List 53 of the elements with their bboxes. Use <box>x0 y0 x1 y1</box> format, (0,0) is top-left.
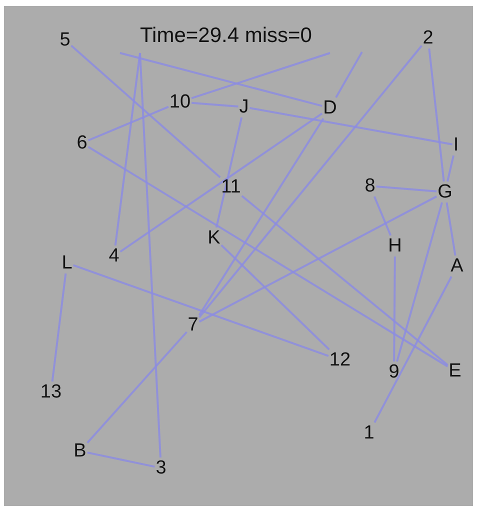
node-label: B <box>72 440 88 462</box>
connector-line <box>139 52 162 458</box>
connector-line <box>198 118 324 316</box>
node-label: D <box>322 98 338 118</box>
node-label: I <box>452 134 460 156</box>
connector-line <box>198 196 438 323</box>
node-label: H <box>387 236 403 256</box>
node-label: 2 <box>422 28 434 48</box>
connector-line <box>250 107 453 146</box>
connector-line <box>192 102 238 108</box>
node-label: L <box>60 252 74 274</box>
node-label: 4 <box>108 246 120 266</box>
title: Time=29.4 miss=0 <box>140 24 312 48</box>
node-label: 5 <box>58 30 72 50</box>
connector-line <box>86 331 188 444</box>
connector-line <box>215 117 243 228</box>
connector-line <box>51 273 67 382</box>
node-label: 11 <box>220 176 242 198</box>
connector-line <box>72 264 329 357</box>
connector-line <box>373 196 392 236</box>
connector-line <box>428 48 445 182</box>
connector-line <box>220 244 330 350</box>
connector-line <box>120 52 322 107</box>
node-label: 10 <box>168 92 192 112</box>
node-label: 13 <box>39 382 63 402</box>
connector-line <box>335 52 363 98</box>
node-label: J <box>238 96 250 118</box>
node-label: G <box>436 182 454 202</box>
node-label: 9 <box>388 362 400 382</box>
connector-line <box>376 186 437 192</box>
connector-line <box>446 202 456 256</box>
connector-line <box>374 276 452 423</box>
connector-line <box>87 452 155 468</box>
node-label: 3 <box>154 458 168 478</box>
connector-line <box>114 52 141 246</box>
connector-line <box>191 52 330 100</box>
node-label: K <box>206 228 222 248</box>
node-label: 6 <box>76 132 88 154</box>
connector-line <box>396 202 443 362</box>
connector-line <box>70 44 221 178</box>
node-label: 12 <box>328 350 352 370</box>
connector-line <box>120 112 323 253</box>
node-label: E <box>448 360 462 382</box>
connector-line <box>88 106 169 142</box>
connector-line <box>446 155 455 182</box>
connector-line <box>393 256 396 362</box>
connector-line <box>198 45 422 318</box>
connector-line <box>241 195 448 366</box>
node-label: 7 <box>186 314 200 336</box>
node-label: 8 <box>364 176 376 196</box>
connector-line <box>88 146 448 368</box>
node-label: 1 <box>362 422 376 444</box>
node-label: A <box>450 256 464 276</box>
